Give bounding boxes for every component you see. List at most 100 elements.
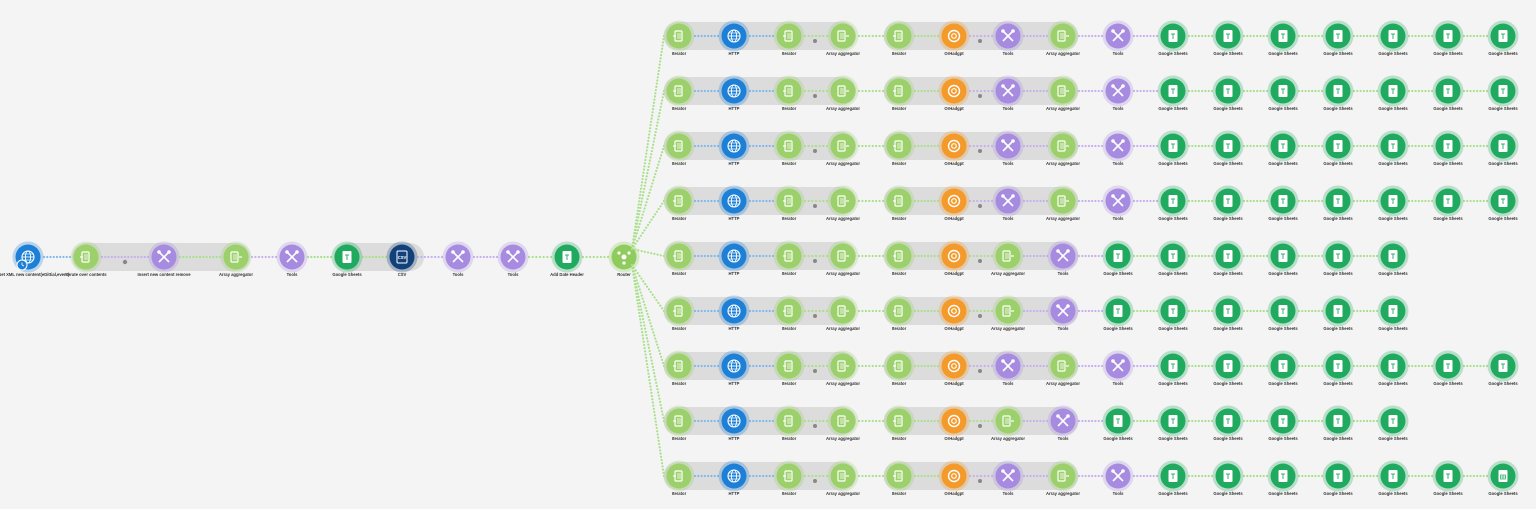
iterator-module[interactable] xyxy=(663,460,695,492)
google-sheets-module[interactable] xyxy=(1377,20,1409,52)
google-sheets-module[interactable] xyxy=(1322,460,1354,492)
google-sheets-module[interactable] xyxy=(1267,460,1299,492)
google-sheets-module[interactable] xyxy=(1212,295,1244,327)
google-sheets-module[interactable] xyxy=(1377,130,1409,162)
filter-icon[interactable] xyxy=(978,479,982,483)
google-sheets-module[interactable] xyxy=(1212,240,1244,272)
google-sheets-module[interactable] xyxy=(1322,405,1354,437)
array-aggregator-module[interactable] xyxy=(1047,460,1079,492)
google-sheets-module[interactable] xyxy=(1322,130,1354,162)
filter-icon[interactable] xyxy=(978,94,982,98)
tools-module[interactable] xyxy=(1102,350,1134,382)
google-sheets-module[interactable] xyxy=(1157,185,1189,217)
google-sheets-module[interactable] xyxy=(1377,75,1409,107)
iterator-module[interactable] xyxy=(663,295,695,327)
insert-content-tools[interactable] xyxy=(148,241,180,273)
add-date-header-sheets[interactable] xyxy=(551,241,583,273)
google-sheets-module[interactable] xyxy=(1377,185,1409,217)
iterator-module[interactable] xyxy=(883,295,915,327)
chatgpt-module[interactable] xyxy=(938,75,970,107)
http-module[interactable] xyxy=(718,460,750,492)
iterator-module[interactable] xyxy=(773,20,805,52)
array-aggregator-module[interactable] xyxy=(827,75,859,107)
iterator-module[interactable] xyxy=(663,240,695,272)
tools-module[interactable] xyxy=(992,350,1024,382)
iterator-module[interactable] xyxy=(663,350,695,382)
array-aggregator-module[interactable] xyxy=(827,130,859,162)
tools-module[interactable] xyxy=(442,241,474,273)
google-sheets-module[interactable] xyxy=(1157,350,1189,382)
google-sheets-module[interactable] xyxy=(1432,20,1464,52)
array-aggregator-module[interactable] xyxy=(992,295,1024,327)
filter-icon[interactable] xyxy=(978,424,982,428)
array-aggregator-module[interactable] xyxy=(1047,185,1079,217)
google-sheets-module[interactable] xyxy=(1212,185,1244,217)
tools-module[interactable] xyxy=(1047,240,1079,272)
google-sheets-module[interactable] xyxy=(1267,295,1299,327)
google-sheets-module[interactable] xyxy=(1322,185,1354,217)
google-sheets-module[interactable] xyxy=(1212,350,1244,382)
google-sheets-module[interactable] xyxy=(1432,185,1464,217)
http-module[interactable] xyxy=(718,405,750,437)
google-sheets-module[interactable] xyxy=(1267,350,1299,382)
google-sheets-module[interactable] xyxy=(1487,185,1519,217)
google-sheets-module[interactable] xyxy=(1487,20,1519,52)
iterator-module[interactable] xyxy=(773,185,805,217)
google-sheets-module[interactable] xyxy=(1267,240,1299,272)
filter-icon[interactable] xyxy=(978,149,982,153)
iterator-module[interactable] xyxy=(883,405,915,437)
google-sheets-module[interactable] xyxy=(1157,240,1189,272)
google-sheets-module[interactable] xyxy=(1487,460,1519,492)
iterator-module[interactable] xyxy=(883,460,915,492)
iterator-module[interactable] xyxy=(883,75,915,107)
chatgpt-module[interactable] xyxy=(938,240,970,272)
google-sheets-module[interactable] xyxy=(1267,405,1299,437)
iterator-module[interactable] xyxy=(773,75,805,107)
google-sheets-module[interactable] xyxy=(1157,295,1189,327)
filter-icon[interactable] xyxy=(978,204,982,208)
array-aggregator-module[interactable] xyxy=(827,185,859,217)
google-sheets-module[interactable] xyxy=(1432,75,1464,107)
iterator-module[interactable] xyxy=(773,350,805,382)
tools-module[interactable] xyxy=(1047,405,1079,437)
filter-icon[interactable] xyxy=(978,259,982,263)
array-aggregator-module[interactable] xyxy=(220,241,252,273)
iterator-module[interactable] xyxy=(663,405,695,437)
tools-module[interactable] xyxy=(992,75,1024,107)
google-sheets-module[interactable] xyxy=(1322,75,1354,107)
iterator-module[interactable] xyxy=(663,130,695,162)
tools-module[interactable] xyxy=(1102,130,1134,162)
tools-module[interactable] xyxy=(1047,295,1079,327)
chatgpt-module[interactable] xyxy=(938,295,970,327)
google-sheets-module[interactable] xyxy=(1212,460,1244,492)
google-sheets-module[interactable] xyxy=(1322,350,1354,382)
chatgpt-module[interactable] xyxy=(938,130,970,162)
http-module[interactable] xyxy=(718,295,750,327)
google-sheets-module[interactable] xyxy=(1102,295,1134,327)
iterator-module[interactable] xyxy=(883,20,915,52)
google-sheets-module[interactable] xyxy=(1157,75,1189,107)
google-sheets-module[interactable] xyxy=(1377,240,1409,272)
google-sheets-module[interactable] xyxy=(1377,295,1409,327)
tools-module[interactable] xyxy=(992,20,1024,52)
chatgpt-module[interactable] xyxy=(938,20,970,52)
tools-module[interactable] xyxy=(1102,20,1134,52)
filter-icon[interactable] xyxy=(813,424,817,428)
google-sheets-module[interactable] xyxy=(1267,130,1299,162)
google-sheets-module[interactable] xyxy=(331,241,363,273)
iterator-module[interactable] xyxy=(663,20,695,52)
array-aggregator-module[interactable] xyxy=(992,405,1024,437)
google-sheets-module[interactable] xyxy=(1487,130,1519,162)
google-sheets-module[interactable] xyxy=(1212,130,1244,162)
http-module[interactable] xyxy=(718,185,750,217)
csv-module[interactable]: CSV xyxy=(386,241,418,273)
filter-icon[interactable] xyxy=(813,204,817,208)
google-sheets-module[interactable] xyxy=(1102,405,1134,437)
filter-icon[interactable] xyxy=(813,259,817,263)
array-aggregator-module[interactable] xyxy=(827,350,859,382)
filter-icon[interactable] xyxy=(978,314,982,318)
tools-module[interactable] xyxy=(1102,75,1134,107)
array-aggregator-module[interactable] xyxy=(1047,350,1079,382)
google-sheets-module[interactable] xyxy=(1267,75,1299,107)
